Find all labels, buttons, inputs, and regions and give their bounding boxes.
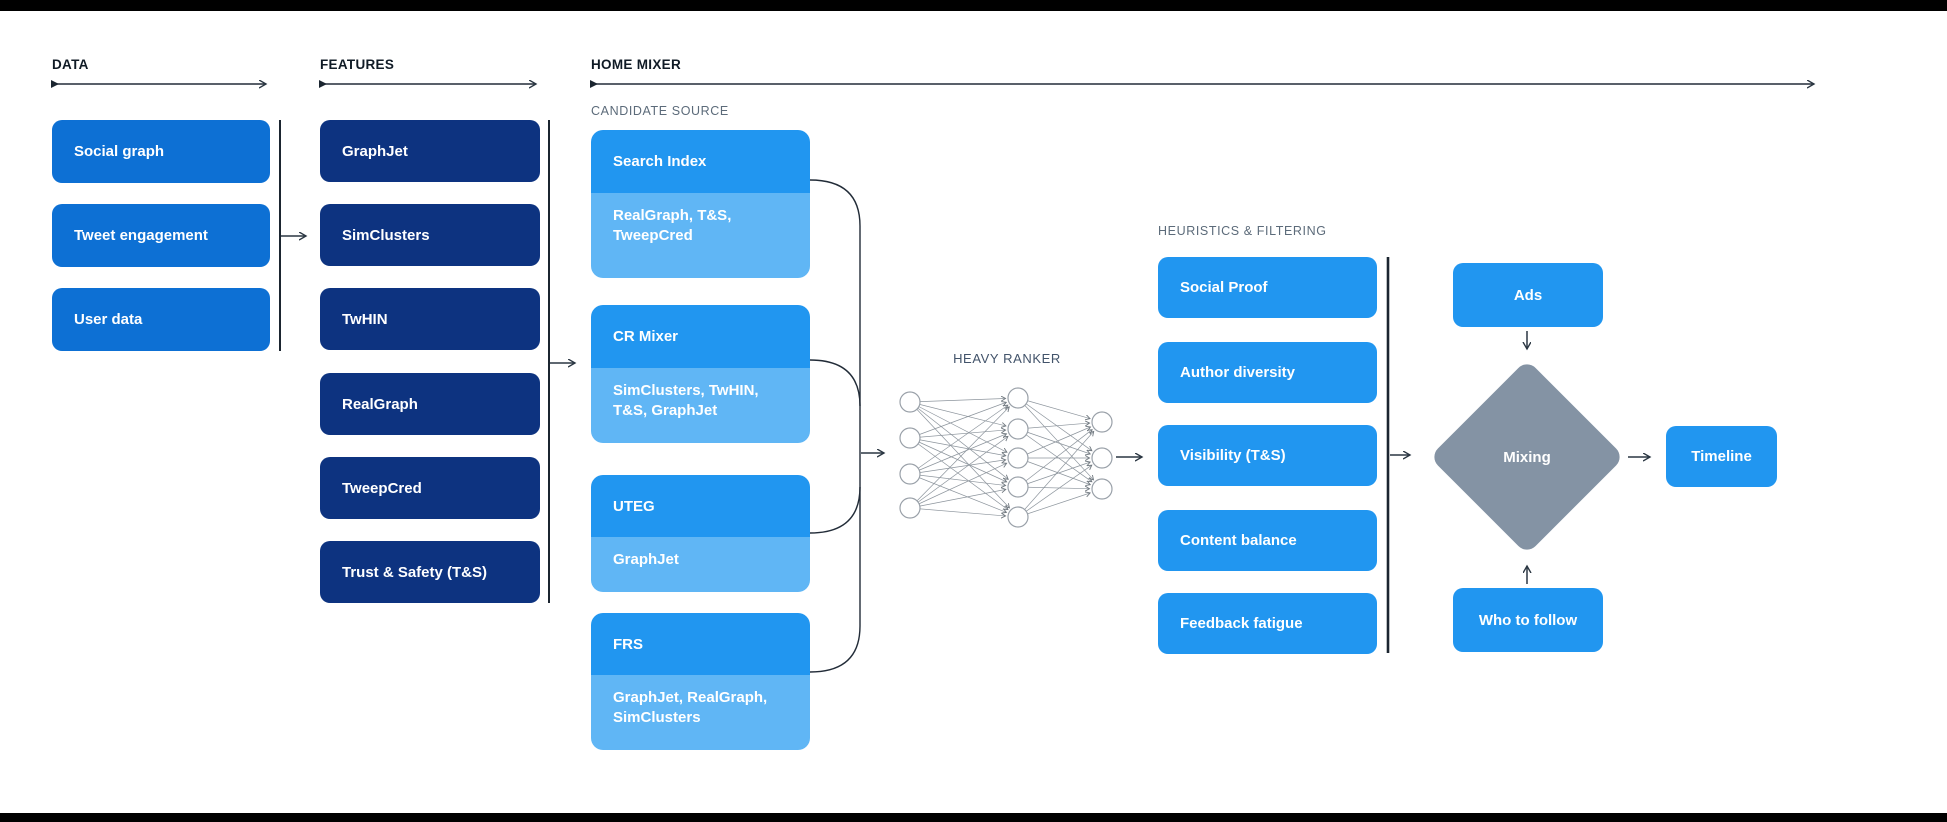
section-header-features: FEATURES	[320, 57, 395, 72]
bottom-border-bar	[0, 813, 1947, 822]
candidate-box-search-index: Search Index RealGraph, T&S, TweepCred	[591, 130, 810, 278]
mixing-label: Mixing	[1503, 448, 1551, 466]
candidate-name: Search Index	[591, 130, 810, 193]
heuristic-box-feedback-fatigue: Feedback fatigue	[1158, 593, 1377, 654]
frs-connector	[809, 625, 861, 673]
heuristics-filtering-label: HEURISTICS & FILTERING	[1158, 224, 1327, 238]
data-box-tweet-engagement: Tweet engagement	[52, 204, 270, 267]
candidate-name: FRS	[591, 613, 810, 675]
candidate-sub-sources: RealGraph, T&S, TweepCred	[591, 193, 810, 278]
feature-box-tweepcred: TweepCred	[320, 457, 540, 519]
candidate-box-uteg: UTEG GraphJet	[591, 475, 810, 592]
heuristic-box-visibility: Visibility (T&S)	[1158, 425, 1377, 486]
candidate-sub-sources: GraphJet, RealGraph, SimClusters	[591, 675, 810, 750]
candidate-box-cr-mixer: CR Mixer SimClusters, TwHIN, T&S, GraphJ…	[591, 305, 810, 443]
neural-network-graphic	[899, 387, 1113, 528]
top-border-bar	[0, 0, 1947, 11]
candidate-sub-sources: SimClusters, TwHIN, T&S, GraphJet	[591, 368, 810, 443]
section-header-home-mixer: HOME MIXER	[591, 57, 682, 72]
heuristic-box-social-proof: Social Proof	[1158, 257, 1377, 318]
feature-box-twhin: TwHIN	[320, 288, 540, 350]
data-box-user-data: User data	[52, 288, 270, 351]
who-to-follow-box: Who to follow	[1453, 588, 1603, 652]
feature-box-trust-safety: Trust & Safety (T&S)	[320, 541, 540, 603]
candidate-box-frs: FRS GraphJet, RealGraph, SimClusters	[591, 613, 810, 750]
heuristic-box-content-balance: Content balance	[1158, 510, 1377, 571]
candidate-sub-sources: GraphJet	[591, 537, 810, 592]
uteg-connector	[809, 486, 861, 534]
ads-box: Ads	[1453, 263, 1603, 327]
feature-box-simclusters: SimClusters	[320, 204, 540, 266]
candidate-name: UTEG	[591, 475, 810, 537]
heavy-ranker-label: HEAVY RANKER	[953, 351, 1061, 366]
candidate-name: CR Mixer	[591, 305, 810, 368]
feature-box-realgraph: RealGraph	[320, 373, 540, 435]
heuristic-box-author-diversity: Author diversity	[1158, 342, 1377, 403]
section-header-data: DATA	[52, 57, 89, 72]
search-index-connector	[809, 179, 861, 227]
data-box-social-graph: Social graph	[52, 120, 270, 183]
cr-mixer-connector	[809, 359, 861, 407]
candidate-source-label: CANDIDATE SOURCE	[591, 104, 729, 118]
timeline-box: Timeline	[1666, 426, 1777, 487]
feature-box-graphjet: GraphJet	[320, 120, 540, 182]
